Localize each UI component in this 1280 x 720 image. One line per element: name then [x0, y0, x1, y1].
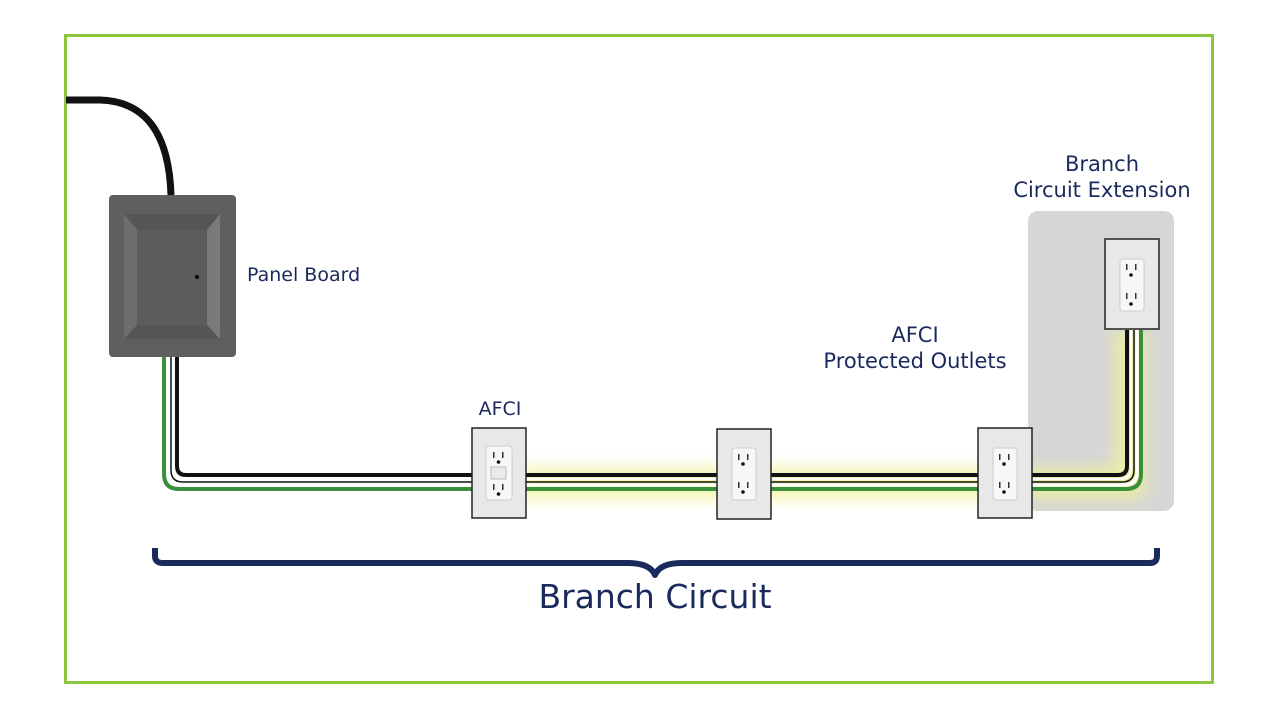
protected-outlet-2: [977, 427, 1033, 519]
branch-circuit-extension-label: Branch Circuit Extension: [1013, 152, 1191, 203]
diagram-frame: [64, 34, 1214, 684]
panel-board-label: Panel Board: [247, 264, 361, 286]
afci-outlet: [471, 427, 527, 519]
afci-label: AFCI: [478, 398, 522, 420]
protected-outlet-1: [716, 428, 772, 520]
branch-circuit-brace: [152, 548, 1160, 578]
afci-protected-outlets-label: AFCI Protected Outlets: [823, 323, 1007, 374]
branch-circuit-label: Branch Circuit: [538, 577, 772, 616]
branch-wire-bundle: [162, 330, 1143, 491]
panel-board: [109, 195, 236, 357]
supply-cable: [66, 96, 175, 196]
extension-outlet: [1104, 238, 1160, 330]
